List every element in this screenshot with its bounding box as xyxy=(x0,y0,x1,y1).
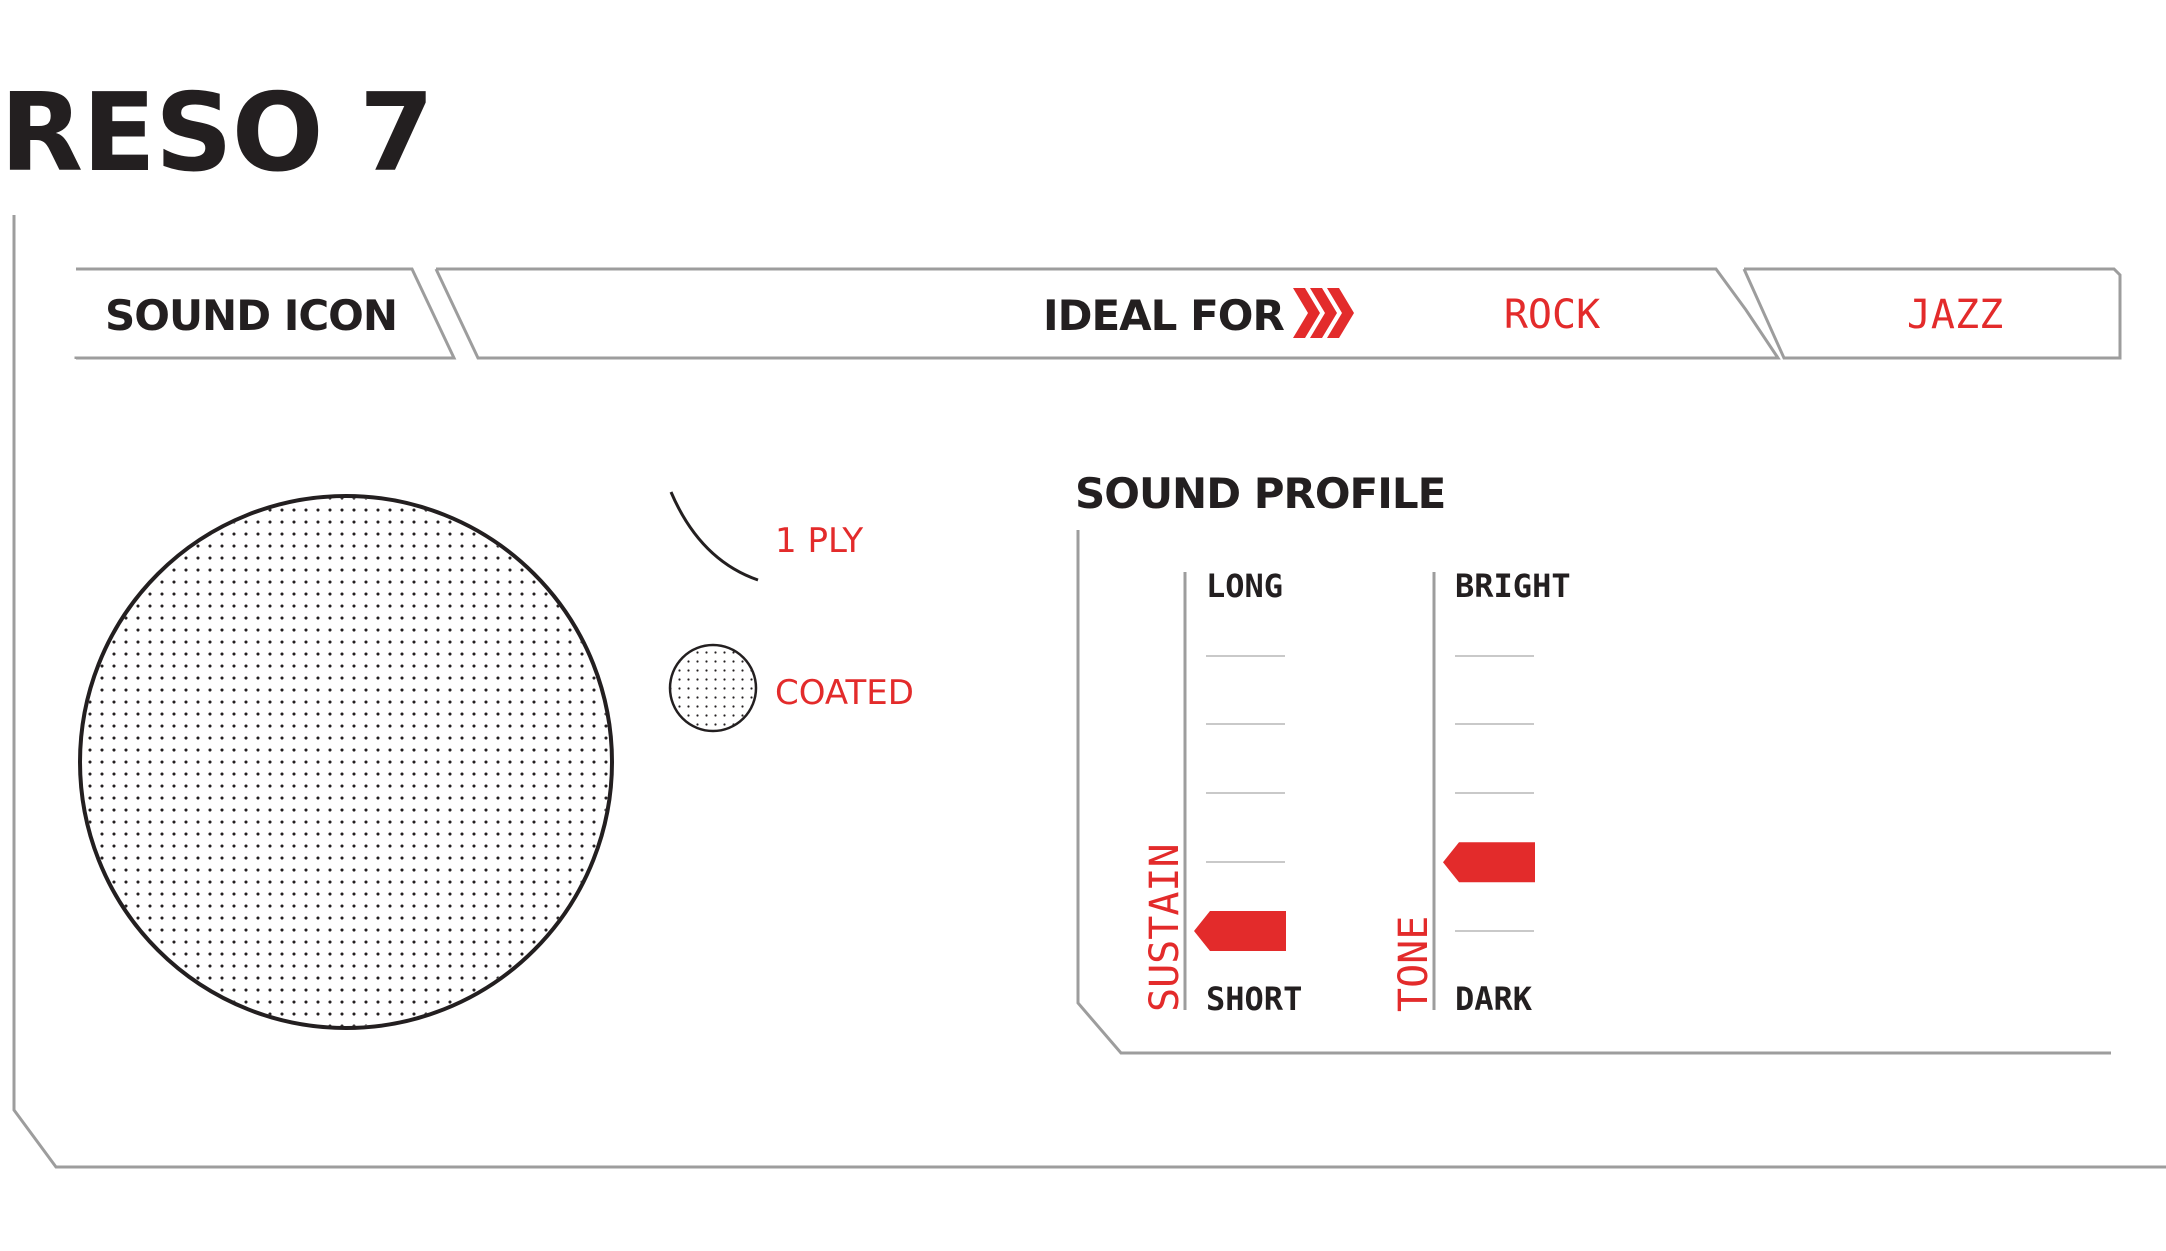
product-title: RESO 7 xyxy=(0,71,434,196)
sustain-bottom-label: SHORT xyxy=(1206,980,1302,1018)
genre-rock: ROCK xyxy=(1504,292,1600,338)
tone-meter: BRIGHT DARK TONE xyxy=(1391,567,1571,1018)
finish-label: COATED xyxy=(775,673,914,713)
coated-icon xyxy=(668,643,758,733)
sustain-name: SUSTAIN xyxy=(1142,843,1188,1012)
genre-jazz: JAZZ xyxy=(1907,292,2003,338)
sound-profile-title: SOUND PROFILE xyxy=(1075,469,1445,518)
tone-level-marker xyxy=(1443,842,1535,883)
outer-frame xyxy=(12,215,2166,1169)
sound-icon-tab xyxy=(74,267,457,360)
tone-name: TONE xyxy=(1391,916,1437,1012)
sustain-top-label: LONG xyxy=(1206,567,1283,605)
chevrons-icon xyxy=(1293,288,1354,338)
ideal-for-tab xyxy=(434,267,1781,360)
ply-icon xyxy=(669,491,759,582)
sound-icon-label: SOUND ICON xyxy=(105,291,397,340)
sound-profile-frame xyxy=(1076,530,2111,1055)
tone-top-label: BRIGHT xyxy=(1455,567,1571,605)
sustain-meter: LONG SHORT SUSTAIN xyxy=(1142,567,1302,1018)
jazz-tab xyxy=(1742,267,2122,360)
drumhead-icon xyxy=(78,494,614,1030)
sustain-level-marker xyxy=(1194,911,1286,951)
ply-label: 1 PLY xyxy=(775,521,863,561)
tone-bottom-label: DARK xyxy=(1455,980,1533,1018)
ideal-for-label: IDEAL FOR xyxy=(1043,291,1284,340)
